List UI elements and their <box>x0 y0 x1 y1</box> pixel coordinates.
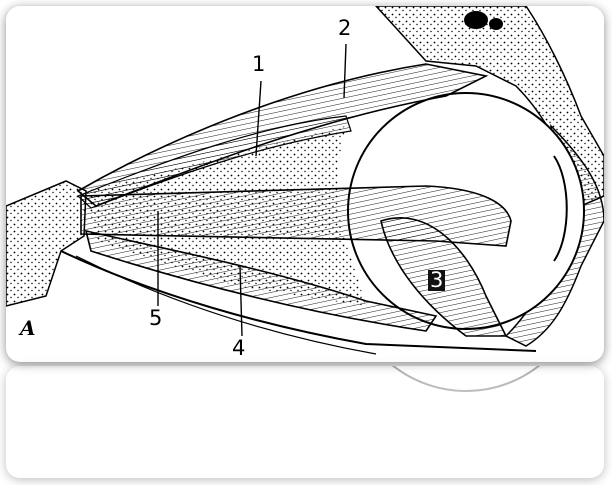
label-3: 3 <box>428 270 445 291</box>
orbital-foramen <box>464 11 488 29</box>
reflection <box>6 366 604 478</box>
label-1: 1 <box>252 54 265 75</box>
label-5: 5 <box>149 308 162 329</box>
panel-label: A <box>20 318 36 338</box>
label-4: 4 <box>232 338 245 359</box>
orbital-foramen-2 <box>489 18 503 30</box>
label-2: 2 <box>338 18 351 39</box>
anatomy-drawing <box>6 6 604 362</box>
eye-muscles-illustration: 1 2 3 4 5 A <box>6 6 604 362</box>
orbital-apex-bone <box>6 181 86 306</box>
reflection-fade <box>6 366 604 478</box>
